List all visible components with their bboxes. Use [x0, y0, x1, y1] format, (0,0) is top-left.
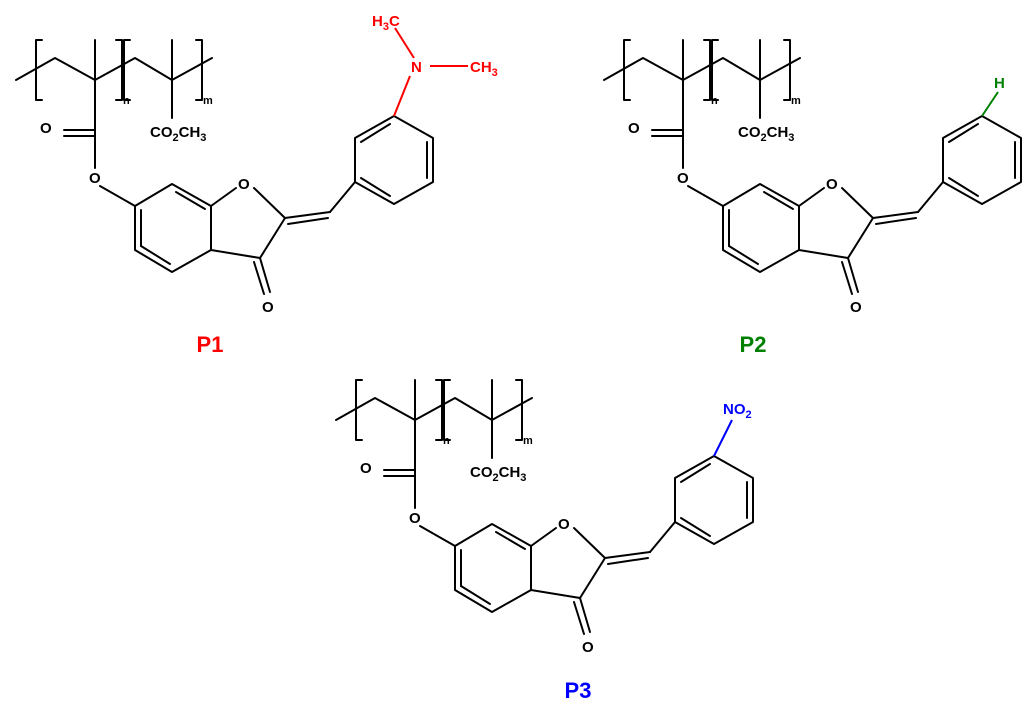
p2-carbonyl-oxygen: O [628, 120, 640, 137]
p1-dimethylamino-group: H3C N CH3 [372, 13, 498, 117]
p2-label: P2 [740, 332, 767, 357]
p2-hydrogen-group: H [981, 75, 1005, 117]
p2-hydrogen: H [994, 75, 1005, 92]
p2-ester-oxygen: O [677, 170, 689, 187]
p3-core-bonds [335, 379, 754, 635]
p3-label: P3 [565, 678, 592, 703]
p1-carbonyl-oxygen: O [40, 120, 52, 137]
p2-ester-group: CO2CH3 [738, 124, 794, 144]
compound-p2: O O O O n m CO2CH3 H P2 [603, 39, 1022, 357]
compound-p1: O O O O n m CO2CH3 H3C N CH3 P1 [15, 13, 498, 357]
p2-core-bonds [603, 39, 1022, 295]
p1-nitrogen: N [411, 59, 422, 76]
p3-ketone-oxygen: O [582, 639, 594, 656]
p3-carbonyl-oxygen: O [360, 460, 372, 477]
p2-ring-oxygen: O [826, 176, 838, 193]
p3-n-subscript: n [443, 435, 450, 447]
p3-m-subscript: m [523, 435, 533, 447]
p1-ester-oxygen: O [89, 170, 101, 187]
p1-ester-group: CO2CH3 [150, 124, 206, 144]
p3-ester-group: CO2CH3 [470, 464, 526, 484]
p1-m-subscript: m [203, 95, 213, 107]
p2-ketone-oxygen: O [850, 299, 862, 316]
p2-m-subscript: m [791, 95, 801, 107]
compound-p3: O O O O n m CO2CH3 NO2 P3 [335, 379, 754, 703]
p1-ch3-label: CH3 [470, 59, 498, 79]
p1-label: P1 [197, 332, 224, 357]
p1-ketone-oxygen: O [262, 299, 274, 316]
p1-n-subscript: n [123, 95, 130, 107]
p3-ring-oxygen: O [558, 516, 570, 533]
p1-ring-oxygen: O [238, 176, 250, 193]
p1-core-bonds [15, 39, 434, 295]
p3-nitro-label: NO2 [723, 401, 752, 421]
p3-nitro-group: NO2 [713, 401, 752, 457]
p3-ester-oxygen: O [409, 510, 421, 527]
p1-h3c-label: H3C [372, 13, 400, 33]
p2-n-subscript: n [711, 95, 718, 107]
